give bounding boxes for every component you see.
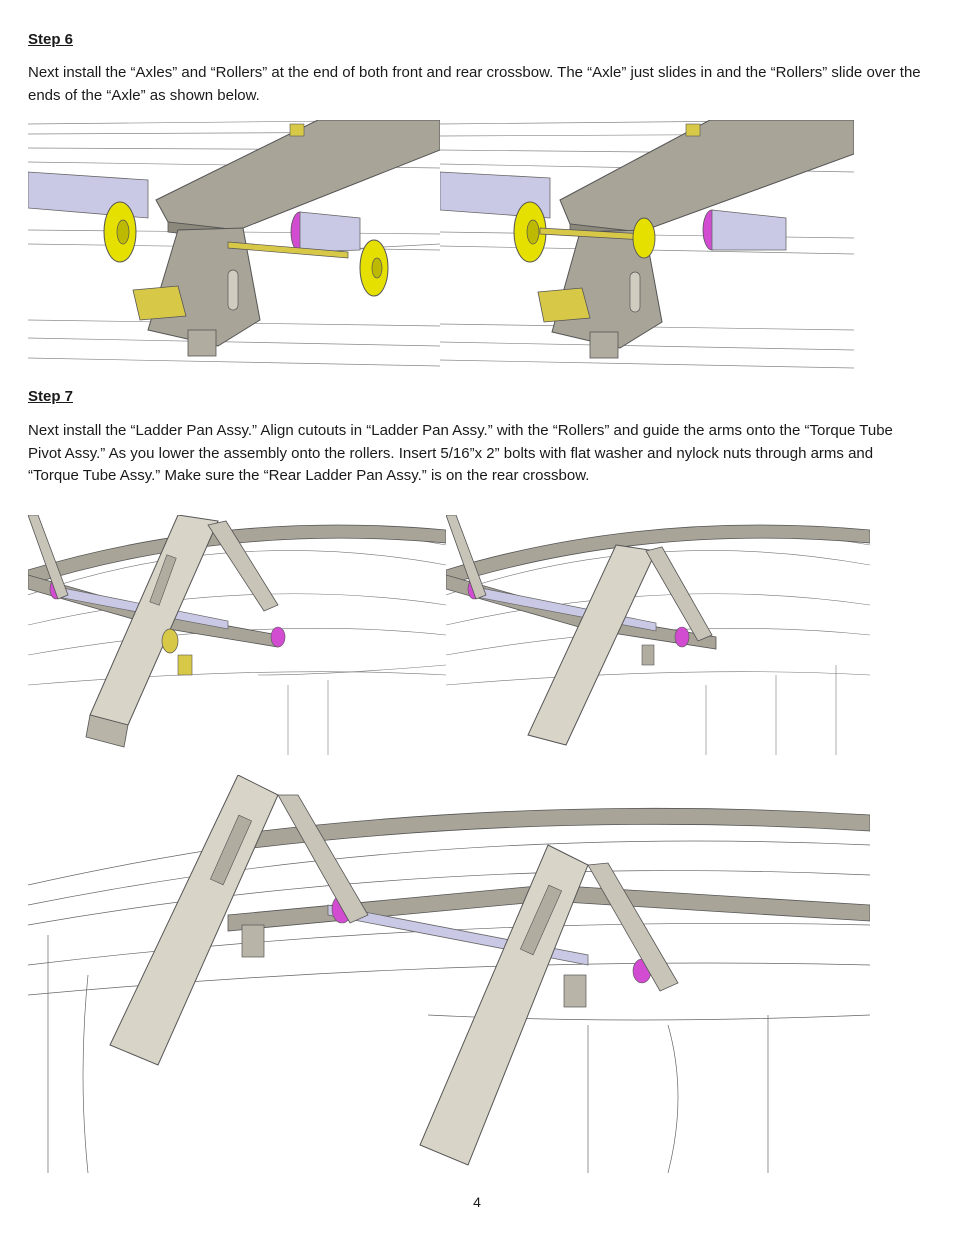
step-7-figure-left: [28, 515, 446, 755]
step-6-figure-right: [440, 120, 854, 374]
step-6-heading: Step 6: [28, 31, 74, 48]
step-6-text: Next install the “Axles” and “Rollers” a…: [28, 64, 921, 104]
step-7-figure-right: [446, 515, 870, 755]
step-7-text: Next install the “Ladder Pan Assy.” Alig…: [28, 422, 893, 484]
step-6-figure-left: [28, 120, 440, 374]
step-7-figure-bottom: [28, 775, 870, 1173]
step-7-heading: Step 7: [28, 388, 74, 405]
page-number: 4: [473, 1194, 481, 1210]
